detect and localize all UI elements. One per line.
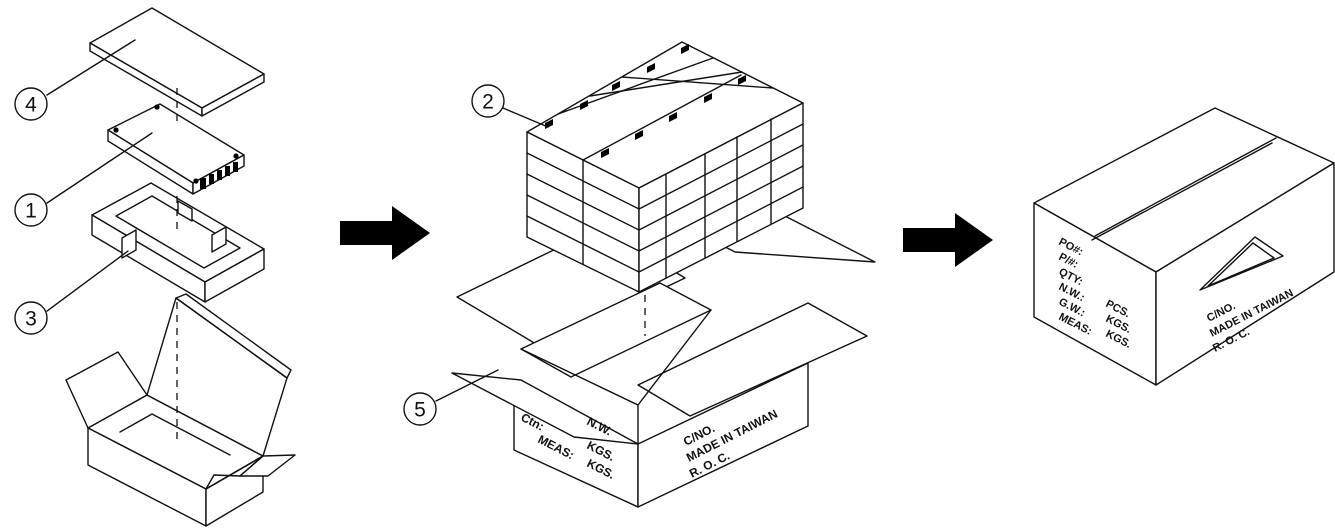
- process-arrow-2: [903, 213, 993, 267]
- open-inner-box: [65, 293, 296, 527]
- callout-4: 4: [14, 39, 136, 121]
- callout-1: 1: [14, 132, 153, 227]
- callout-2-number: 2: [482, 91, 494, 114]
- callout-4-number: 4: [25, 94, 37, 117]
- individual-packaging-exploded-view: [65, 7, 296, 527]
- callout-5: 5: [403, 369, 499, 426]
- master-carton-sealed: PO#: P/#: QTY: N.W.: G.W.: MEAS: PCS. KG…: [1033, 107, 1335, 386]
- foam-tray: [91, 182, 265, 303]
- callout-3: 3: [14, 250, 129, 335]
- callout-2: 2: [471, 84, 549, 128]
- power-module: [107, 103, 245, 195]
- callout-5-number: 5: [414, 399, 426, 422]
- foam-lid-pad: [89, 7, 265, 117]
- callout-3-number: 3: [25, 308, 37, 331]
- process-arrow-1: [340, 206, 430, 260]
- callout-1-number: 1: [25, 200, 37, 223]
- stacked-product-boxes: [526, 41, 804, 293]
